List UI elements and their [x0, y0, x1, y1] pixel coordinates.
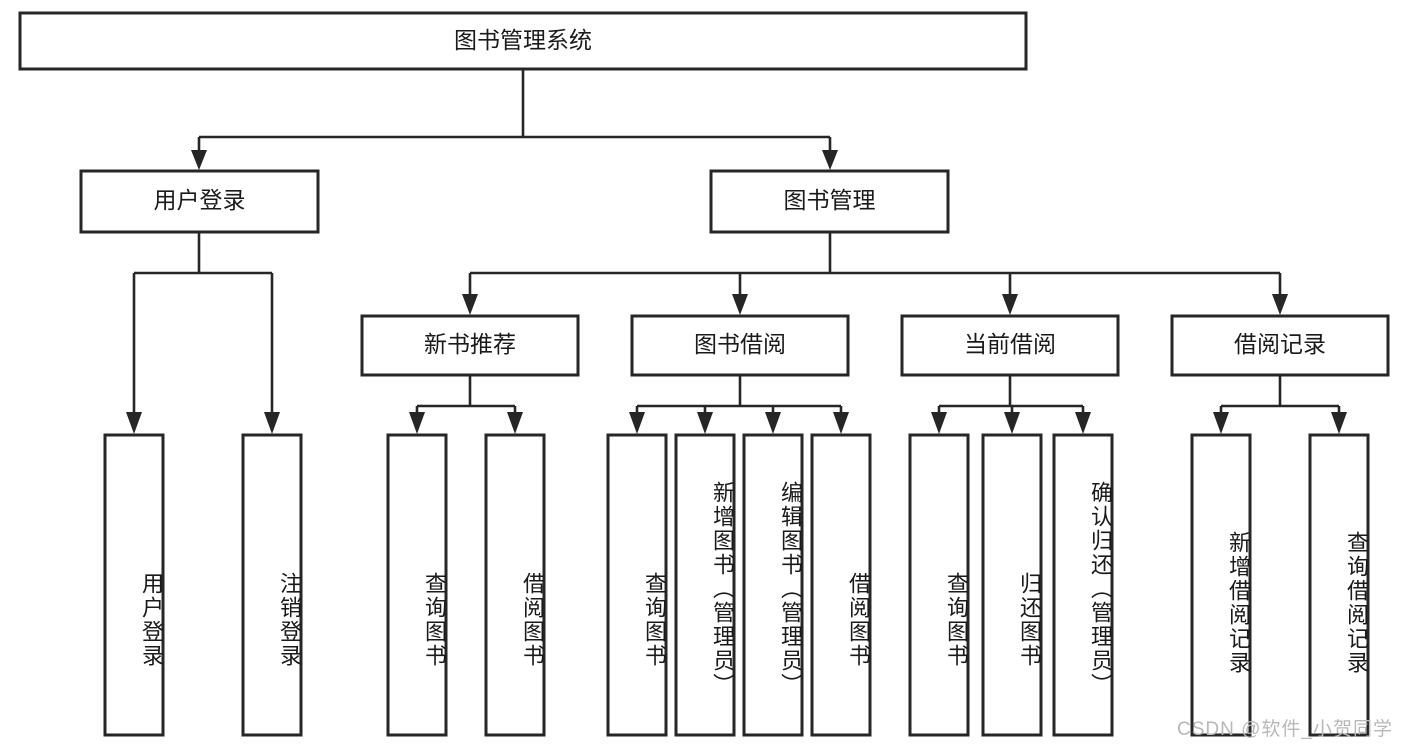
node-borrow-record[interactable]: 借阅记录	[1170, 314, 1390, 377]
node-layer: 图书管理系统 用户登录 图书管理 新书推荐 图书借阅	[18, 11, 1390, 737]
node-book-borrow-label: 图书借阅	[694, 331, 786, 357]
leaf-box-add-book[interactable]	[674, 433, 736, 737]
node-current-borrow-label: 当前借阅	[964, 331, 1056, 357]
arrow-to-user-login	[191, 150, 207, 170]
arrow-to-leaf-borrow-book-1	[507, 412, 523, 434]
leaf-box-query-record[interactable]	[1308, 433, 1370, 737]
arrow-to-leaf-query-book-2	[629, 412, 645, 434]
node-book-manage-box[interactable]	[709, 169, 950, 234]
arrow-to-leaf-query-record	[1331, 412, 1347, 434]
leaf-box-user-login[interactable]	[103, 433, 165, 737]
watermark-text: CSDN @软件_小贺同学	[1177, 719, 1393, 740]
node-book-manage-label: 图书管理	[784, 187, 876, 213]
leaf-box-edit-book[interactable]	[742, 433, 804, 737]
node-user-login-label: 用户登录	[154, 187, 246, 213]
arrow-to-leaf-user-login	[126, 412, 142, 434]
arrow-to-leaf-confirm-return	[1075, 412, 1091, 434]
node-new-book-recommend[interactable]: 新书推荐	[360, 314, 580, 377]
leaf-box-borrow-book-1[interactable]	[484, 433, 546, 737]
node-borrow-record-box[interactable]	[1170, 314, 1390, 377]
node-new-book-recommend-box[interactable]	[360, 314, 580, 377]
arrow-to-leaf-query-book-3	[931, 412, 947, 434]
arrow-to-leaf-query-book-1	[409, 412, 425, 434]
leaf-box-borrow-book-2[interactable]	[810, 433, 872, 737]
arrow-to-borrow-record	[1272, 294, 1288, 315]
node-title-box[interactable]	[18, 11, 1028, 71]
connector-layer	[126, 69, 1347, 434]
leaf-box-add-record[interactable]	[1190, 433, 1252, 737]
arrow-to-leaf-add-record	[1213, 412, 1229, 434]
node-user-login-box[interactable]	[79, 169, 320, 234]
arrow-to-current-borrow	[1002, 294, 1018, 315]
node-book-borrow[interactable]: 图书借阅	[630, 314, 850, 377]
node-new-book-recommend-label: 新书推荐	[424, 331, 516, 357]
leaf-box-return-book[interactable]	[981, 433, 1043, 737]
leaf-box-confirm-return[interactable]	[1052, 433, 1114, 737]
node-book-manage[interactable]: 图书管理	[709, 169, 950, 234]
leaf-box-query-book-2[interactable]	[606, 433, 668, 737]
node-borrow-record-label: 借阅记录	[1234, 331, 1326, 357]
arrow-to-new-book-recommend	[462, 294, 478, 315]
arrow-to-leaf-add-book	[697, 412, 713, 434]
arrow-to-book-borrow	[732, 294, 748, 315]
leaf-box-query-book-1[interactable]	[386, 433, 448, 737]
node-user-login[interactable]: 用户登录	[79, 169, 320, 234]
leaf-box-query-book-3[interactable]	[908, 433, 970, 737]
node-title[interactable]: 图书管理系统	[18, 11, 1028, 71]
node-current-borrow-box[interactable]	[900, 314, 1120, 377]
arrow-to-leaf-borrow-book-2	[833, 412, 849, 434]
leaf-box-layer	[103, 433, 1370, 737]
leaf-box-user-logout[interactable]	[241, 433, 303, 737]
arrow-to-leaf-return-book	[1004, 412, 1020, 434]
node-title-label: 图书管理系统	[454, 27, 592, 53]
node-current-borrow[interactable]: 当前借阅	[900, 314, 1120, 377]
arrow-to-leaf-user-logout	[264, 412, 280, 434]
arrow-to-book-manage	[822, 150, 838, 170]
arrow-to-leaf-edit-book	[765, 412, 781, 434]
node-book-borrow-box[interactable]	[630, 314, 850, 377]
